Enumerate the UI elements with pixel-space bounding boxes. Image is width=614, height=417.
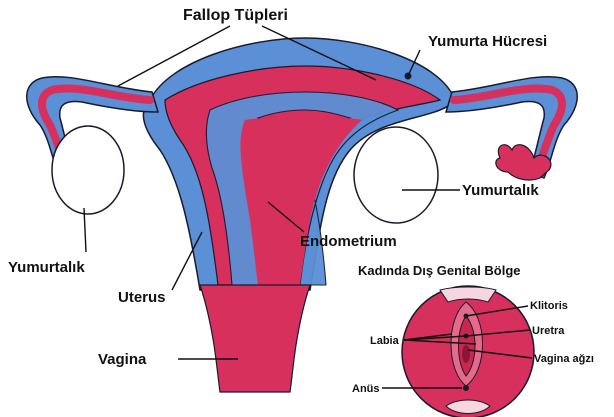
ovary-right xyxy=(354,127,438,223)
label-egg-cell: Yumurta Hücresi xyxy=(428,33,547,50)
label-uterus: Uterus xyxy=(118,289,166,306)
label-labia: Labia xyxy=(370,335,400,347)
label-clitoris: Klitoris xyxy=(530,300,568,312)
inset-vaginal-opening xyxy=(462,345,470,363)
label-fallopian-tubes: Fallop Tüpleri xyxy=(183,7,288,24)
ovary-left xyxy=(52,126,124,214)
inset-anus xyxy=(463,385,469,391)
label-vagina: Vagina xyxy=(98,351,147,368)
inset-title: Kadında Dış Genital Bölge xyxy=(358,263,521,278)
vagina-shape xyxy=(200,285,310,392)
label-endometrium: Endometrium xyxy=(300,233,397,250)
inset-vulva xyxy=(402,286,534,417)
label-ovary-left: Yumurtalık xyxy=(8,259,85,276)
label-vaginal-opening: Vagina ağzı xyxy=(534,353,594,365)
label-anus: Anüs xyxy=(352,383,380,395)
label-urethra: Uretra xyxy=(532,325,565,337)
label-ovary-right: Yumurtalık xyxy=(462,182,539,199)
